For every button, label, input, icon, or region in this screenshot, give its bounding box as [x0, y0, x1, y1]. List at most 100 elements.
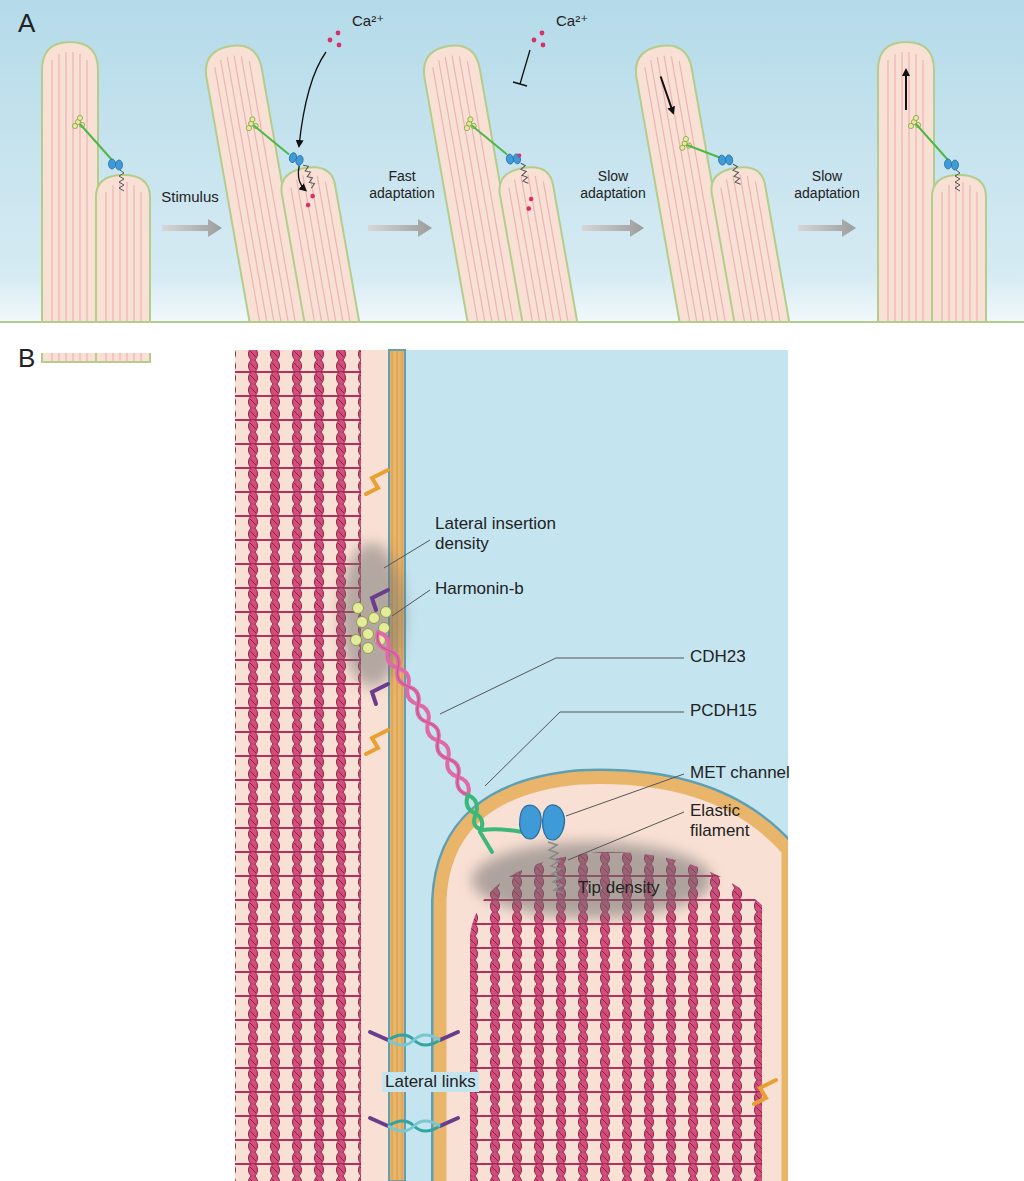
stereocilia-pair [632, 32, 794, 366]
art-polyline [440, 658, 684, 714]
art-line [397, 350, 398, 1181]
part-label: Lateral insertion density [435, 514, 585, 554]
met-channel [520, 805, 565, 840]
art-line [392, 590, 430, 616]
art-path [162, 219, 222, 237]
step-label: Stimulus [150, 188, 230, 206]
art-circle [357, 617, 368, 628]
art-rect [788, 350, 1024, 1181]
part-label: CDH23 [690, 647, 746, 667]
art-line [80, 124, 112, 160]
stereocilia-pair [420, 32, 582, 366]
art-g [351, 603, 392, 654]
art-path [520, 163, 529, 185]
art-path [303, 164, 315, 189]
art-path [388, 1121, 440, 1131]
art-path [440, 1118, 458, 1126]
art-circle [336, 31, 341, 36]
part-label: PCDH15 [690, 701, 757, 721]
art-g [392, 350, 402, 1181]
ion-label: Ca²⁺ [352, 12, 384, 30]
art-path [119, 170, 124, 191]
art-g [377, 632, 468, 795]
art-path [468, 795, 522, 832]
art-path [299, 52, 326, 146]
art-path [955, 170, 960, 191]
art-path [297, 166, 306, 191]
art-path [440, 1032, 458, 1040]
art-circle [363, 629, 374, 640]
step-label: Slow adaptation [787, 168, 867, 201]
art-use [678, 136, 692, 151]
art-path [388, 1121, 440, 1131]
art-path [370, 1118, 388, 1126]
art-path [798, 219, 856, 237]
art-path [467, 795, 492, 852]
art-path [582, 219, 644, 237]
art-circle [540, 31, 545, 36]
art-rect [460, 840, 780, 1181]
art-path [370, 1032, 388, 1040]
step-label: Slow adaptation [573, 168, 653, 201]
panel-a [0, 0, 1024, 366]
art-line [568, 812, 684, 860]
leader-line [384, 540, 684, 860]
process-arrow [162, 219, 856, 237]
art-circle [541, 43, 546, 48]
stereocilia-pair [878, 42, 986, 362]
art-line [905, 70, 907, 110]
art-path [520, 805, 542, 839]
stereocilia-pair [202, 32, 364, 366]
art-path [732, 164, 741, 186]
art-use [109, 159, 123, 170]
art-rect [235, 350, 361, 1181]
art-path [440, 778, 788, 1181]
art-circle [305, 202, 310, 207]
stereocilia-pair [42, 42, 150, 362]
art-use [718, 153, 734, 166]
art-use [945, 159, 959, 170]
art-path [372, 684, 388, 704]
art-circle [328, 38, 333, 43]
art-rect [235, 350, 395, 1181]
pcdh15-strand [467, 795, 522, 852]
step-label: Fast adaptation [362, 168, 442, 201]
art-line [471, 120, 507, 160]
art-line [566, 774, 684, 816]
art-path [543, 805, 565, 840]
art-circle [351, 635, 362, 646]
art-polyline [485, 712, 684, 786]
panel-b [235, 350, 1024, 1181]
art-ellipse [472, 842, 712, 918]
panel-letter: B [18, 343, 35, 374]
art-circle [363, 643, 374, 654]
art-path [378, 632, 469, 795]
art-path [377, 632, 468, 795]
art-circle [529, 196, 534, 201]
art-circle [381, 607, 392, 618]
art-use [878, 42, 934, 362]
art-circle [517, 153, 522, 158]
art-line [0, 321, 1024, 323]
cdh23-strand [377, 632, 469, 795]
art-line [916, 124, 948, 160]
art-line [687, 140, 720, 163]
art-g [366, 470, 776, 1104]
part-label: Tip density [578, 878, 660, 898]
art-line [513, 82, 527, 86]
art-circle [532, 38, 537, 43]
art-line [520, 50, 530, 84]
elastic-filament [548, 842, 563, 893]
art-path [388, 1035, 440, 1045]
art-line [661, 75, 674, 113]
panel-letter: A [18, 8, 35, 39]
art-path [366, 730, 388, 754]
art-path [388, 1035, 440, 1045]
part-label: MET channel [690, 763, 790, 783]
ion-label: Ca²⁺ [556, 12, 588, 30]
part-label: Elastic filament [690, 801, 780, 841]
art-path [377, 632, 468, 795]
art-use [42, 42, 98, 362]
art-path [440, 778, 788, 1181]
part-label: Lateral links [382, 1072, 479, 1092]
